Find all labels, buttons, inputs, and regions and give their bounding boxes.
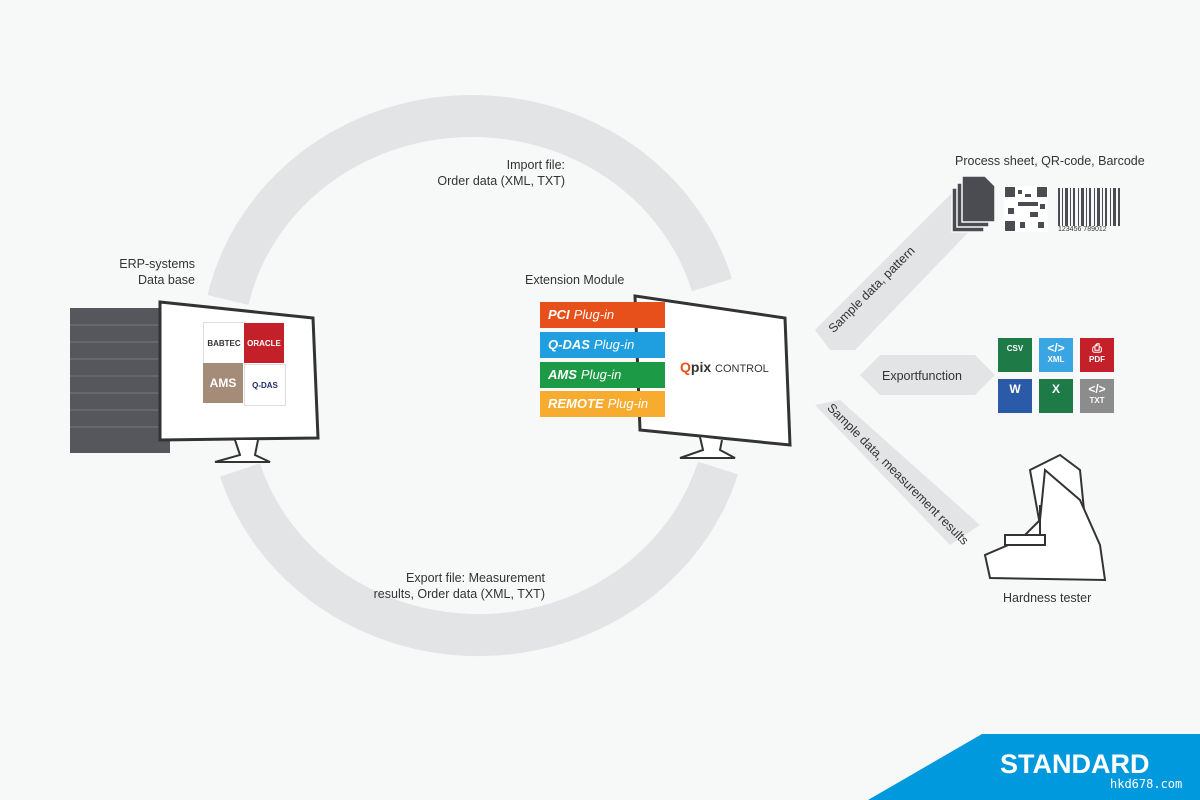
import-arc: [207, 94, 733, 305]
plugin-brand: REMOTE: [548, 396, 604, 411]
arrow-sample-measurement: [815, 400, 980, 545]
xml-export-icon[interactable]: </>XML: [1039, 338, 1073, 372]
export-arc: [220, 461, 738, 657]
import-label: Import file:: [480, 157, 565, 173]
erp-label-line2: Data base: [138, 273, 195, 287]
plugin-suffix: Plug-in: [607, 396, 649, 411]
csv-export-icon[interactable]: CSV: [998, 338, 1032, 372]
babtec-logo: BABTEC: [203, 322, 245, 364]
qr-code-icon: [1004, 186, 1048, 232]
word-export-icon[interactable]: W: [998, 379, 1032, 413]
extension-module-label: Extension Module: [525, 273, 625, 287]
exportfunction-label: Exportfunction: [882, 369, 962, 383]
export-label-line1: Export file: Measurement: [406, 571, 545, 585]
import-label-line2: Order data (XML, TXT): [437, 174, 565, 188]
ams-logo: AMS: [203, 363, 243, 403]
plugin-brand: PCI: [548, 307, 570, 322]
txt-label: TXT: [1089, 396, 1105, 405]
documents-icon: [951, 175, 996, 233]
server-rack-icon: [70, 308, 170, 453]
erp-label-line1: ERP-systems: [119, 257, 195, 271]
plugin-brand: AMS: [548, 367, 577, 382]
standard-badge: STANDARD: [1000, 749, 1150, 779]
standard-badge-bg: [868, 734, 1200, 800]
arrow-sample-pattern: [815, 185, 985, 350]
excel-export-icon[interactable]: X: [1039, 379, 1073, 413]
xml-label: XML: [1047, 355, 1065, 364]
hardness-tester-icon: [983, 453, 1107, 582]
logo-control: CONTROL: [715, 363, 769, 375]
qpix-control-logo: Qpix CONTROL: [680, 359, 769, 375]
txt-export-icon[interactable]: </>TXT: [1080, 379, 1114, 413]
barcode-icon: [1058, 188, 1120, 226]
pdf-export-icon[interactable]: ⎙PDF: [1080, 338, 1114, 372]
arrow-exportfunction: [860, 355, 995, 395]
logo-q: Q: [680, 359, 691, 375]
import-label-line1: Import file:: [506, 158, 565, 172]
process-sheet-label: Process sheet, QR-code, Barcode: [955, 154, 1145, 168]
pdf-label: PDF: [1089, 355, 1105, 364]
plugin-suffix: Plug-in: [573, 307, 615, 322]
plugin-brand: Q-DAS: [548, 337, 590, 352]
plugin-suffix: Plug-in: [580, 367, 622, 382]
plugin-suffix: Plug-in: [593, 337, 635, 352]
export-label-line2: results, Order data (XML, TXT): [373, 587, 545, 601]
qdas-logo: Q-DAS: [244, 364, 286, 406]
barcode-number: 123456 789012: [1058, 226, 1107, 233]
logo-pix: pix: [690, 359, 712, 375]
watermark: hkd678.com: [1110, 777, 1183, 791]
hardness-tester-label: Hardness tester: [1003, 591, 1092, 605]
oracle-logo: ORACLE: [244, 323, 284, 363]
